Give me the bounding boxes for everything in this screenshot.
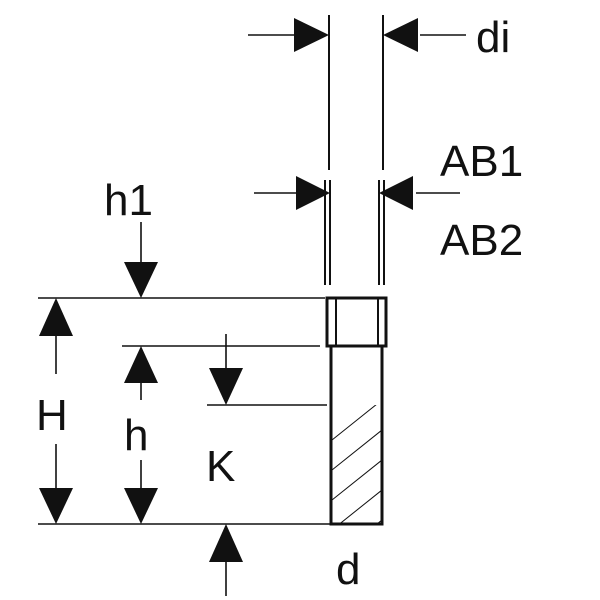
arrow-ab-right xyxy=(379,176,413,210)
label-ab2: AB2 xyxy=(440,216,523,265)
arrowheads xyxy=(39,18,418,562)
arrow-di-left xyxy=(294,18,329,52)
arrow-d-up xyxy=(209,524,243,562)
hatching xyxy=(332,405,381,523)
arrow-H-up xyxy=(39,298,73,336)
label-H: H xyxy=(36,391,68,440)
arrow-h-up xyxy=(124,346,158,383)
pipe xyxy=(324,15,385,285)
label-K: K xyxy=(206,442,235,491)
label-d: d xyxy=(336,545,360,594)
fitting-body xyxy=(325,296,388,526)
extension-lines xyxy=(38,297,331,525)
arrow-di-right xyxy=(383,18,418,52)
arrow-H-down xyxy=(39,488,73,524)
leader-lines xyxy=(55,34,466,596)
arrow-h-down xyxy=(124,488,158,524)
label-h1: h1 xyxy=(104,176,153,225)
label-ab1: AB1 xyxy=(440,137,523,186)
arrow-K-down xyxy=(209,368,243,405)
label-di: di xyxy=(476,13,510,62)
arrow-ab-left xyxy=(296,176,330,210)
arrow-h1-down xyxy=(124,262,158,298)
label-h: h xyxy=(124,411,148,460)
